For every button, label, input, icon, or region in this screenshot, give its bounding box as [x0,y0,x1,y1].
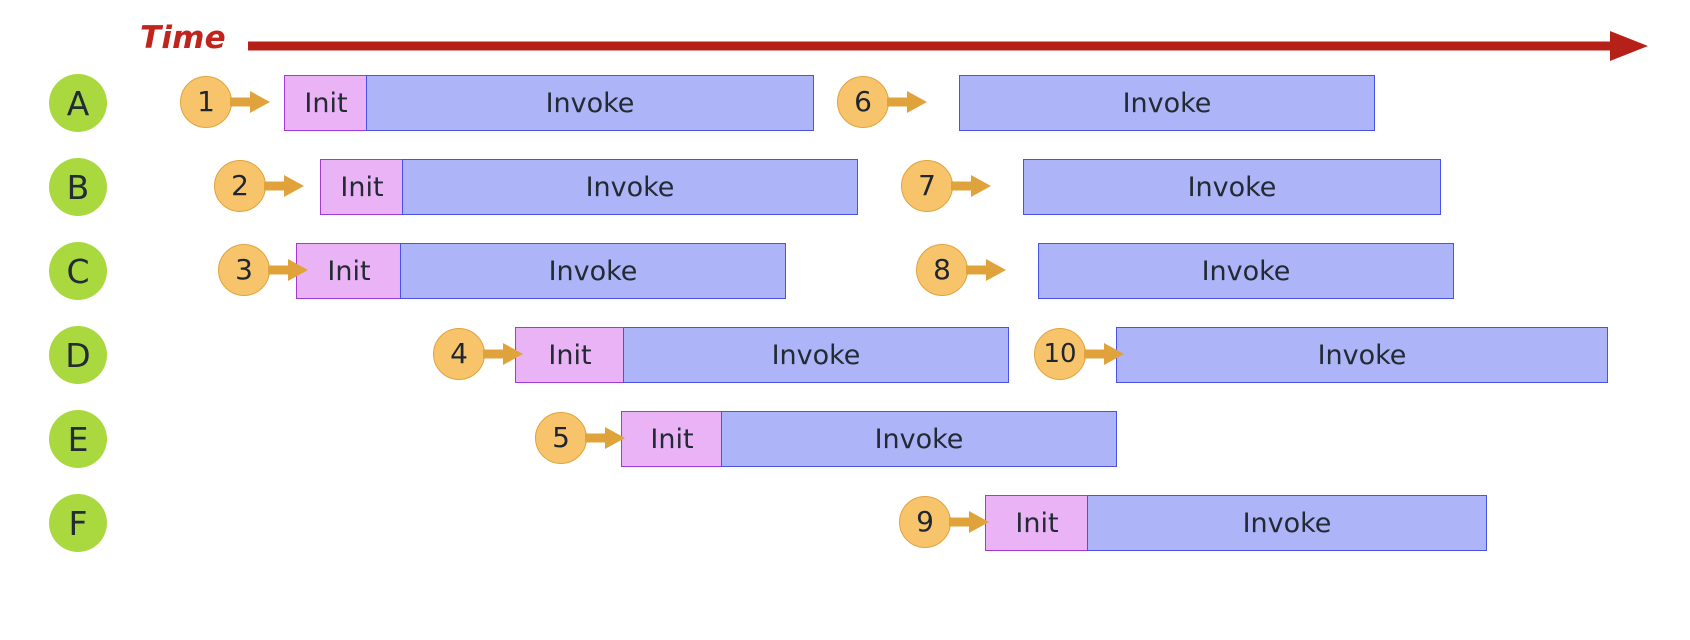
step-arrow-icon [264,175,304,197]
timeline-block-invoke-d-3[interactable]: Invoke [1116,327,1608,383]
step-badge-group-4: 4 [433,328,523,380]
step-arrow-icon [951,175,991,197]
time-axis-arrow-icon [248,31,1648,61]
timeline-block-invoke-a-2[interactable]: Invoke [366,75,814,131]
timeline-block-init-d-1[interactable]: Init [515,327,625,383]
step-badge-group-3: 3 [218,244,308,296]
timeline-block-invoke-e-2[interactable]: Invoke [721,411,1117,467]
step-badge-group-7: 7 [901,160,991,212]
row-label-c: C [49,242,107,300]
step-arrow-icon [230,91,270,113]
step-badge-group-1: 1 [180,76,270,128]
step-arrow-icon [1084,343,1124,365]
timeline-block-invoke-d-2[interactable]: Invoke [623,327,1009,383]
step-badge-6[interactable]: 6 [837,76,889,128]
step-badge-group-9: 9 [899,496,989,548]
step-badge-10[interactable]: 10 [1034,328,1086,380]
step-badge-4[interactable]: 4 [433,328,485,380]
step-badge-group-2: 2 [214,160,304,212]
step-badge-3[interactable]: 3 [218,244,270,296]
timeline-block-invoke-a-3[interactable]: Invoke [959,75,1375,131]
timeline-block-init-c-1[interactable]: Init [296,243,402,299]
step-arrow-icon [268,259,308,281]
step-arrow-icon [585,427,625,449]
step-badge-group-6: 6 [837,76,927,128]
step-badge-group-8: 8 [916,244,1006,296]
step-badge-5[interactable]: 5 [535,412,587,464]
timeline-block-invoke-c-3[interactable]: Invoke [1038,243,1454,299]
step-badge-group-5: 5 [535,412,625,464]
timeline-block-invoke-f-2[interactable]: Invoke [1087,495,1487,551]
timeline-block-invoke-b-2[interactable]: Invoke [402,159,858,215]
step-arrow-icon [483,343,523,365]
timeline-block-init-e-1[interactable]: Init [621,411,723,467]
step-arrow-icon [887,91,927,113]
step-badge-8[interactable]: 8 [916,244,968,296]
step-badge-group-10: 10 [1034,328,1124,380]
row-label-a: A [49,74,107,132]
time-axis-label: Time [140,20,226,56]
timeline-block-init-b-1[interactable]: Init [320,159,404,215]
step-arrow-icon [949,511,989,533]
row-label-d: D [49,326,107,384]
step-badge-2[interactable]: 2 [214,160,266,212]
row-label-e: E [49,410,107,468]
timeline-block-invoke-b-3[interactable]: Invoke [1023,159,1441,215]
step-badge-7[interactable]: 7 [901,160,953,212]
step-arrow-icon [966,259,1006,281]
timeline-block-init-f-1[interactable]: Init [985,495,1089,551]
row-label-f: F [49,494,107,552]
timeline-block-init-a-1[interactable]: Init [284,75,368,131]
timeline-block-invoke-c-2[interactable]: Invoke [400,243,786,299]
step-badge-9[interactable]: 9 [899,496,951,548]
row-label-b: B [49,158,107,216]
step-badge-1[interactable]: 1 [180,76,232,128]
